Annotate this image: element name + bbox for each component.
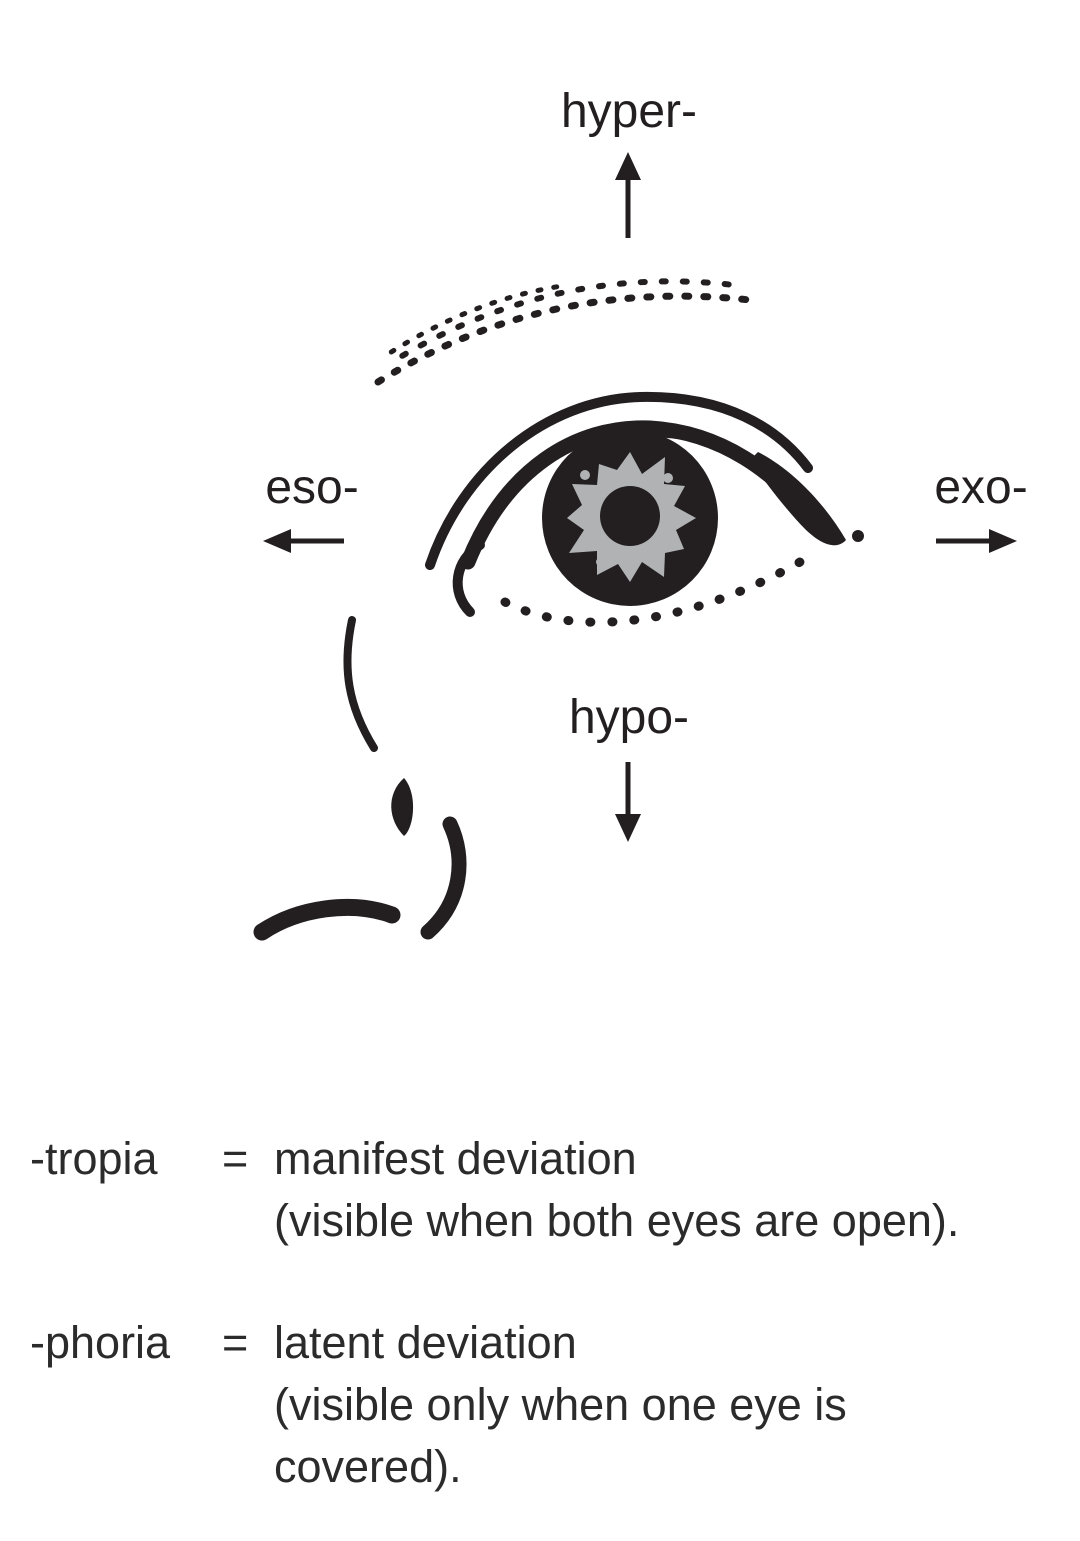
iris-speckle bbox=[596, 558, 604, 566]
definition-term: -phoria bbox=[30, 1317, 171, 1368]
nose-base bbox=[253, 898, 401, 941]
definition-line: (visible only when one eye is bbox=[274, 1379, 847, 1430]
definition-text: latent deviation (visible only when one … bbox=[274, 1312, 1060, 1498]
label-hypo: hypo- bbox=[568, 691, 690, 744]
definitions-block: -tropia = manifest deviation (visible wh… bbox=[30, 1128, 1060, 1541]
hyper-arrow-icon bbox=[615, 152, 641, 238]
nose-bridge bbox=[343, 616, 378, 752]
definition-tropia: -tropia = manifest deviation (visible wh… bbox=[30, 1128, 1060, 1252]
definition-line: covered). bbox=[274, 1441, 462, 1492]
nose-wing bbox=[420, 816, 467, 940]
definition-line: latent deviation bbox=[274, 1317, 577, 1368]
equals-sign: = bbox=[222, 1133, 249, 1184]
definition-line: (visible when both eyes are open). bbox=[274, 1195, 960, 1246]
lower-eyelid bbox=[500, 557, 805, 627]
hypo-arrow-icon bbox=[615, 762, 641, 842]
nose bbox=[253, 616, 467, 941]
iris-speckle bbox=[663, 473, 673, 483]
eyelashes bbox=[750, 452, 864, 546]
label-hyper: hyper- bbox=[560, 85, 698, 138]
eso-arrow-icon bbox=[263, 529, 344, 553]
definition-phoria: -phoria = latent deviation (visible only… bbox=[30, 1312, 1060, 1498]
iris-speckle bbox=[672, 541, 680, 549]
label-exo: exo- bbox=[934, 461, 1028, 514]
definition-text: manifest deviation (visible when both ey… bbox=[274, 1128, 1060, 1252]
iris bbox=[542, 430, 718, 606]
eye-illustration bbox=[253, 152, 1017, 941]
definition-term: -tropia bbox=[30, 1133, 158, 1184]
iris-speckle bbox=[580, 470, 590, 480]
label-eso: eso- bbox=[265, 461, 359, 514]
definition-line: manifest deviation bbox=[274, 1133, 637, 1184]
inner-eye-corner bbox=[452, 540, 485, 617]
eyebrow-hairs bbox=[374, 278, 754, 386]
nostril bbox=[391, 778, 414, 836]
equals-sign: = bbox=[222, 1317, 249, 1368]
exo-arrow-icon bbox=[936, 529, 1017, 553]
pupil bbox=[600, 486, 660, 546]
